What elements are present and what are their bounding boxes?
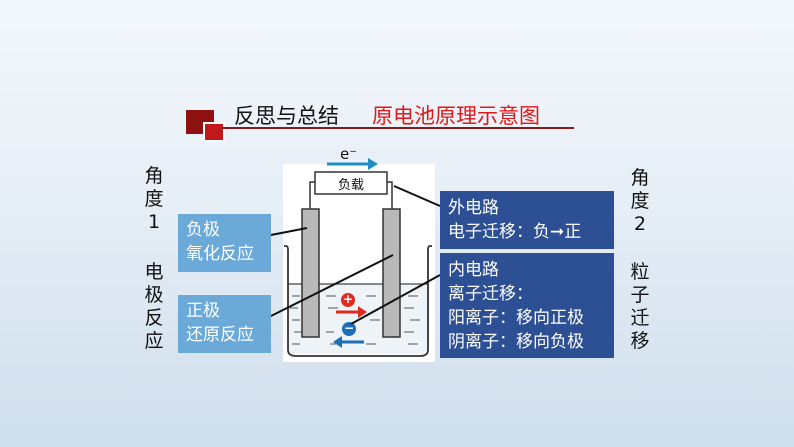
particle-migration-char: 移 [630,330,650,352]
positive-electrode [382,208,401,338]
page-title: 反思与总结 [234,104,339,128]
external-circuit-detail: 电子迁移：负➞正 [448,222,582,242]
negative-electrode-box: 负极 氧化反应 [178,214,271,272]
electron-arrowhead [368,158,378,170]
angle-2-char: 角 [630,167,650,189]
angle-2-char: 2 [633,213,647,235]
pointer-negative [270,227,308,236]
beaker [284,245,432,357]
particle-migration-char: 迁 [630,307,650,329]
electron-label: e⁻ [340,145,358,163]
internal-circuit-detail: 离子迁移： [448,284,533,304]
angle-2-label: 角 度 2 [627,167,653,236]
electrode-reaction-char: 电 [144,261,164,283]
load-label: 负载 [337,178,364,193]
cation-arrowhead [358,306,367,318]
particle-migration-label: 粒 子 迁 移 [627,261,653,353]
wire-left [309,181,315,209]
anion-migration-text: 阴离子：移向负极 [448,332,584,352]
angle-2-char: 度 [630,190,650,212]
particle-migration-char: 粒 [630,261,650,283]
pointer-external [393,185,441,207]
pointer-internal [350,274,441,325]
positive-electrode-box: 正极 还原反应 [178,295,271,353]
angle-1-label: 角 度 1 [141,165,167,234]
anion-sign: − [343,321,355,335]
angle-1-char: 角 [144,165,164,187]
positive-electrode-title: 正极 [186,301,220,321]
load-box [314,171,388,195]
electrolyte-hatching [290,295,420,345]
particle-migration-char: 子 [630,284,650,306]
anion-arrowhead [333,336,342,348]
internal-circuit-title: 内电路 [448,260,499,280]
negative-electrode-title: 负极 [186,220,220,240]
positive-electrode-reaction: 还原反应 [186,325,254,345]
negative-electrode [301,208,320,338]
electrode-reaction-char: 应 [144,330,164,352]
title-decoration-front [203,122,225,142]
cation-sign: + [342,292,354,306]
internal-circuit-box: 内电路 离子迁移： 阳离子：移向正极 阴离子：移向负极 [440,253,614,358]
electrode-reaction-label: 电 极 反 应 [141,261,167,353]
external-circuit-box: 外电路 电子迁移：负➞正 [440,191,614,249]
angle-1-char: 度 [144,188,164,210]
pointer-positive [270,254,394,317]
negative-electrode-reaction: 氧化反应 [186,244,254,264]
external-circuit-title: 外电路 [448,198,499,218]
cation-circle [341,293,355,307]
electrode-reaction-char: 反 [144,307,164,329]
wire-right [387,181,393,209]
page-subtitle: 原电池原理示意图 [372,104,540,128]
title-underline [222,127,574,129]
anion-circle [342,322,356,336]
angle-1-char: 1 [147,211,161,233]
electrode-reaction-char: 极 [144,284,164,306]
cation-migration-text: 阳离子：移向正极 [448,308,584,328]
